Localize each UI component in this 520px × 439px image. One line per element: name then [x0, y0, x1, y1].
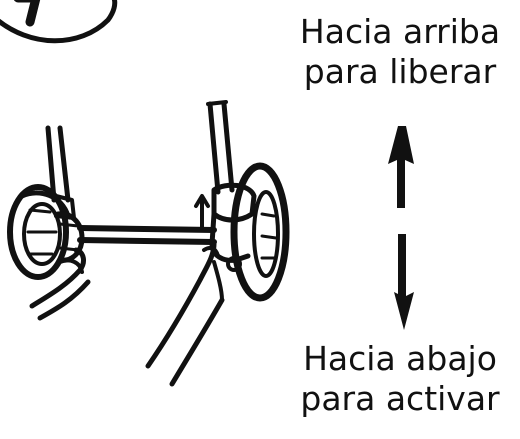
arrow-down-icon [394, 234, 414, 330]
activate-instruction-line-1: Hacia abajo [303, 339, 497, 378]
right-hand [145, 241, 225, 387]
step-number-badge [0, 0, 118, 44]
release-instruction-line-2: para liberar [303, 52, 497, 91]
release-instruction-line-1: Hacia arriba [299, 12, 501, 51]
left-frame-leg [45, 125, 76, 220]
activate-instruction-label: Hacia abajo para activar [282, 339, 518, 419]
activate-instruction-line-2: para activar [300, 379, 500, 418]
left-wheel [7, 184, 71, 280]
left-hand [29, 247, 91, 321]
right-wheel [230, 162, 290, 302]
pedal-up-arrow-icon [194, 194, 210, 230]
release-instruction-label: Hacia arriba para liberar [282, 12, 518, 92]
right-frame-leg [206, 100, 235, 195]
brake-bar [77, 225, 217, 245]
arrow-up-icon [388, 126, 414, 208]
